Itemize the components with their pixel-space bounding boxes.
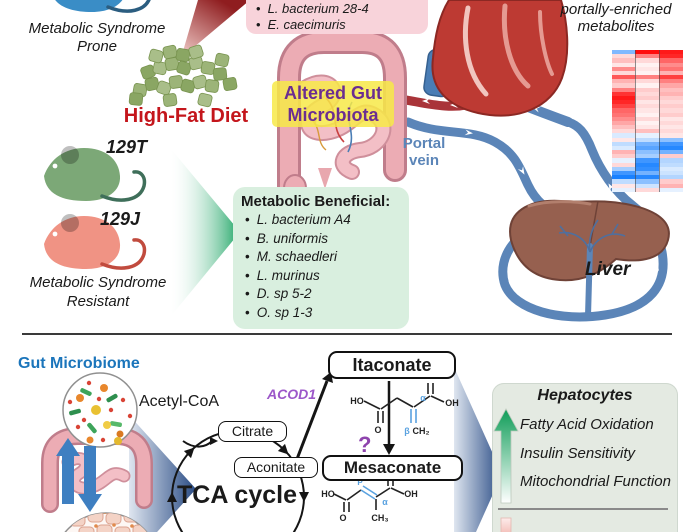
hepatocyte-circle xyxy=(64,512,149,532)
tca-cycle-label: TCA cycle xyxy=(177,481,297,509)
high-fat-diet-pellets xyxy=(128,44,238,108)
beneficial-item: L. bacterium A4 xyxy=(241,211,401,230)
microbiome-circle xyxy=(62,372,138,448)
strain-129t-label: 129T xyxy=(106,137,148,157)
beneficial-item: D. sp 5-2 xyxy=(241,285,401,304)
mesaconate-ho-label: HO xyxy=(321,489,335,499)
portal-vein-label: Portal vein xyxy=(402,135,446,169)
detrimental-item: L. bacterium 28-4 xyxy=(256,1,428,17)
itaconate-structure: HO O β CH₂ α O OH xyxy=(350,371,459,436)
beneficial-item: M. schaedleri xyxy=(241,248,401,267)
beneficial-item: L. murinus xyxy=(241,267,401,286)
question-mark-label: ? xyxy=(358,432,372,457)
beneficial-wedge-arrow xyxy=(171,149,240,316)
mesaconate-alpha-label: α xyxy=(382,497,388,507)
mesaconate-oh-label: OH xyxy=(404,489,418,499)
hepatocytes-panel: Hepatocytes Fatty Acid Oxidation Insulin… xyxy=(492,383,678,532)
mesaconate-box: Mesaconate xyxy=(322,455,463,481)
high-fat-diet-label: High-Fat Diet xyxy=(123,105,249,127)
hepatocyte-effect: Mitochondrial Function xyxy=(520,473,671,490)
itaconate-oh-label: OH xyxy=(445,398,459,408)
itaconate-box: Itaconate xyxy=(328,351,456,379)
aconitate-box: Aconitate xyxy=(234,457,318,478)
gut-to-beneficial-pointer xyxy=(318,168,332,189)
hepatocytes-title: Hepatocytes xyxy=(537,387,633,404)
hepatocyte-effect: Insulin Sensitivity xyxy=(520,445,636,462)
itaconate-ho-label: HO xyxy=(350,396,364,406)
acod1-label: ACOD1 xyxy=(267,386,317,402)
itaconate-alpha-label: α xyxy=(420,393,426,403)
mesaconate-o-left-label: O xyxy=(339,513,346,523)
itaconate-beta-label: β xyxy=(404,426,410,436)
heatmap xyxy=(612,50,683,192)
detrimental-microbes-box: L. bacterium 28-4 E. caecimuris xyxy=(246,0,428,34)
liver-illustration xyxy=(509,199,670,319)
exchange-arrows xyxy=(56,438,102,512)
detrimental-item: E. caecimuris xyxy=(256,17,428,33)
detrimental-wedge-arrow xyxy=(181,0,250,58)
up-arrow-icon xyxy=(493,408,519,504)
strain-129j-label: 129J xyxy=(100,209,141,229)
citrate-box: Citrate xyxy=(218,421,287,442)
down-arrow-stub-icon xyxy=(500,517,512,532)
liver-vessel-tree xyxy=(558,219,626,253)
heart-illustration xyxy=(423,0,569,117)
gut-microbiome-label: Gut Microbiome xyxy=(18,355,140,372)
portal-metabolites-label: portally-enriched metabolites xyxy=(560,1,672,35)
altered-gut-microbiota-label: Altered Gut Microbiota xyxy=(272,81,394,127)
acetyl-coa-arrow xyxy=(182,437,218,448)
beneficial-microbes-box: Metabolic Beneficial: L. bacterium A4 B.… xyxy=(233,187,409,329)
beneficial-item: O. sp 1-3 xyxy=(241,304,401,323)
resistant-mice-label: Metabolic Syndrome Resistant xyxy=(29,274,167,310)
itaconate-to-mesaconate-arrow xyxy=(383,381,395,455)
mesaconate-ch3-label: CH₃ xyxy=(371,513,388,523)
beneficial-item: B. uniformis xyxy=(241,230,401,249)
acetyl-coa-label: Acetyl-CoA xyxy=(138,393,220,410)
beneficial-box-title: Metabolic Beneficial: xyxy=(241,193,391,210)
prone-mouse-label: Metabolic Syndrome Prone xyxy=(28,20,166,55)
panel-divider xyxy=(498,508,668,510)
liver-label: Liver xyxy=(585,259,631,280)
itaconate-ch2-label: CH₂ xyxy=(413,426,430,436)
prone-mouse-icon xyxy=(48,0,153,14)
section-divider xyxy=(22,333,672,335)
hepatocyte-effect: Fatty Acid Oxidation xyxy=(520,416,654,433)
itaconate-o-left-label: O xyxy=(374,425,381,435)
mesaconate-to-hepatocytes-chevron xyxy=(454,367,502,532)
